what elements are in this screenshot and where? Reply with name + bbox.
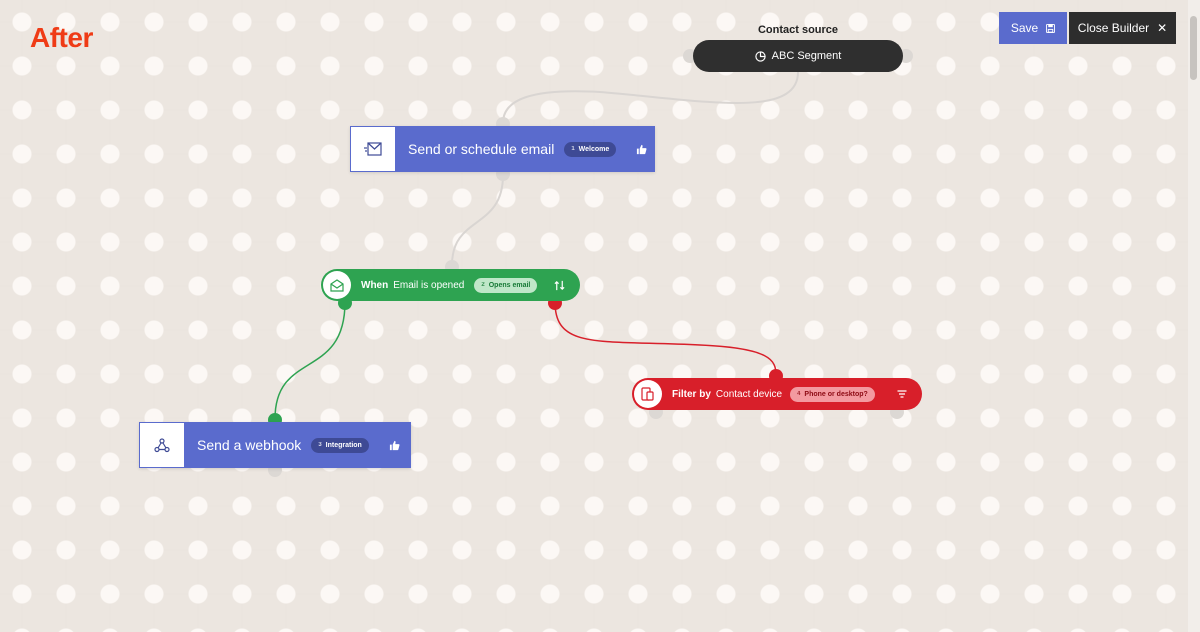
filter-keyword: Filter by xyxy=(672,388,711,400)
send-webhook-node[interactable]: Send a webhook 3 Integration xyxy=(139,422,411,468)
open-envelope-icon xyxy=(323,271,351,299)
contact-source-node[interactable]: ABC Segment xyxy=(693,40,903,72)
when-condition: Email is opened xyxy=(393,279,465,291)
filter-contact-device-node[interactable]: Filter by Contact device 4 Phone or desk… xyxy=(632,378,922,410)
devices-icon xyxy=(634,380,662,408)
webhook-icon xyxy=(139,422,185,468)
when-email-opened-node[interactable]: When Email is opened 2 Opens email xyxy=(321,269,580,301)
branch-arrows-icon[interactable] xyxy=(554,280,565,291)
close-builder-button[interactable]: Close Builder ✕ xyxy=(1069,12,1176,44)
filter-icon[interactable] xyxy=(897,389,907,399)
vertical-scrollbar[interactable] xyxy=(1188,0,1200,632)
thumbs-up-icon[interactable] xyxy=(636,144,647,155)
filter-badge: 4 Phone or desktop? xyxy=(790,386,875,402)
close-icon: ✕ xyxy=(1157,21,1168,35)
send-email-badge: 1 Welcome xyxy=(564,141,617,157)
when-keyword: When xyxy=(361,279,389,291)
floppy-disk-icon xyxy=(1046,23,1056,33)
send-email-node[interactable]: Send or schedule email 1 Welcome xyxy=(350,126,655,172)
email-send-icon xyxy=(350,126,396,172)
send-webhook-badge: 3 Integration xyxy=(311,437,369,453)
send-email-title: Send or schedule email xyxy=(408,141,555,157)
send-webhook-title: Send a webhook xyxy=(197,437,302,453)
when-badge: 2 Opens email xyxy=(474,277,538,293)
filter-condition: Contact device xyxy=(715,388,783,400)
scrollbar-thumb[interactable] xyxy=(1190,16,1197,80)
save-label: Save xyxy=(1010,21,1039,35)
thumbs-up-icon[interactable] xyxy=(389,440,400,451)
segment-label: ABC Segment xyxy=(771,50,842,62)
pie-chart-icon xyxy=(754,50,766,62)
close-builder-label: Close Builder xyxy=(1077,21,1150,35)
brand-logo: After xyxy=(30,22,93,53)
contact-source-heading: Contact source xyxy=(757,24,839,36)
save-button[interactable]: Save xyxy=(999,12,1067,44)
